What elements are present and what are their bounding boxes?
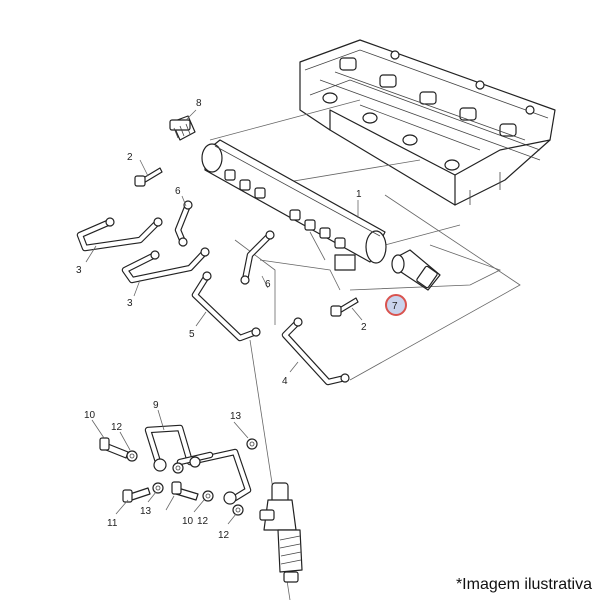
callout-12-mid: 12 xyxy=(197,516,209,527)
callout-11: 11 xyxy=(107,518,118,529)
callout-3-upper: 3 xyxy=(76,265,82,276)
callout-8: 8 xyxy=(196,98,202,109)
callout-2-lower: 2 xyxy=(361,322,367,333)
callout-1: 1 xyxy=(356,189,362,200)
callout-6-lower: 6 xyxy=(265,279,271,290)
injector xyxy=(259,482,303,583)
callout-13-left: 13 xyxy=(140,506,152,517)
callout-13-right: 13 xyxy=(230,411,242,422)
bolt-upper xyxy=(134,167,163,187)
callout-10-left: 10 xyxy=(84,410,96,421)
illustration-caption: *Imagem ilustrativa xyxy=(455,576,592,593)
callout-12-right: 12 xyxy=(218,530,230,541)
callout-leaders xyxy=(85,109,363,525)
callout-6-upper: 6 xyxy=(175,186,181,197)
pressure-sensor xyxy=(391,249,441,291)
callout-5: 5 xyxy=(189,329,195,340)
cylinder-head xyxy=(299,39,556,206)
plug-8 xyxy=(169,115,196,141)
callout-10-right: 10 xyxy=(182,516,194,527)
callout-7: 7 xyxy=(392,301,398,312)
washers-and-bolts xyxy=(99,437,258,516)
injector-pipes xyxy=(76,200,350,386)
return-line-assembly xyxy=(144,424,252,505)
callout-4: 4 xyxy=(282,376,288,387)
common-rail xyxy=(201,139,387,271)
callout-3-lower: 3 xyxy=(127,298,133,309)
callout-9: 9 xyxy=(153,400,159,411)
callout-labels: 1 2 2 3 3 4 5 6 6 8 9 10 10 11 12 12 12 … xyxy=(76,98,407,541)
callout-2-upper: 2 xyxy=(127,152,133,163)
callout-12-left: 12 xyxy=(111,422,123,433)
callout-7-highlight xyxy=(385,294,407,316)
bolt-lower xyxy=(330,297,359,317)
